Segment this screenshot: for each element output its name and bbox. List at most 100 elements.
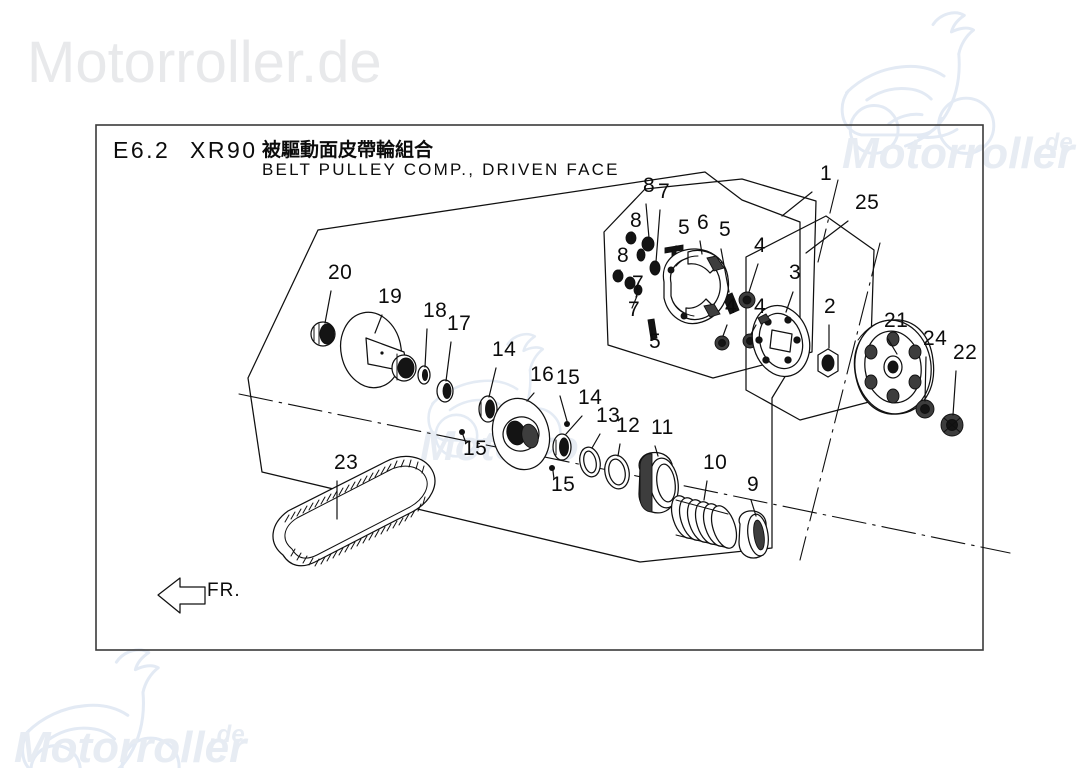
- callout-8a: 8: [643, 174, 655, 197]
- section-dash-line-1: [238, 393, 1011, 554]
- callout-2: 2: [824, 295, 836, 318]
- callout-10: 10: [703, 451, 727, 474]
- callout-numbers: 1 2 3 4 4 4 5 5 5 6 7 7 7 8 8 8 9 10 11 …: [328, 162, 977, 496]
- leader-24: [924, 356, 927, 402]
- leader-7c: [631, 295, 638, 309]
- callout-11: 11: [651, 416, 674, 439]
- leader-11: [654, 445, 659, 457]
- leader-15a: [462, 434, 467, 444]
- group-boundary-driven-face: [247, 171, 801, 563]
- callout-8b: 8: [630, 209, 642, 232]
- part-18-circlip: [417, 365, 431, 385]
- leader-15b: [552, 470, 555, 480]
- callout-5c: 5: [649, 330, 661, 353]
- callout-3: 3: [789, 261, 801, 284]
- part-15-needle-bearing-b: [549, 465, 555, 471]
- leader-14b: [565, 415, 583, 435]
- callout-14b: 14: [578, 386, 602, 409]
- leader-13: [591, 433, 601, 449]
- leader-15c: [559, 395, 568, 422]
- watermark-top-right: Motorroller: [842, 129, 1077, 178]
- leader-lines: [324, 191, 957, 520]
- watermark-bottom-left-suffix: .de: [210, 721, 245, 748]
- watermark-top-left: Motorroller.de: [27, 30, 382, 95]
- leader-8a: [645, 203, 650, 239]
- callout-15c: 15: [556, 366, 580, 389]
- fr-label: FR.: [207, 580, 241, 601]
- leader-3: [785, 291, 794, 313]
- callout-8c: 8: [617, 244, 629, 267]
- part-8-washers: [612, 231, 655, 290]
- title-name-en: BELT PULLEY COMP., DRIVEN FACE: [262, 160, 620, 179]
- part-20-bush: [310, 321, 336, 347]
- leader-14a: [488, 367, 497, 398]
- watermark-bottom-left: Motorroller: [14, 723, 249, 768]
- part-14-oil-seal-left: [478, 395, 498, 423]
- callout-6: 6: [697, 211, 709, 234]
- callout-5a: 5: [678, 216, 690, 239]
- part-21-clutch-outer-housing: [853, 319, 935, 415]
- part-15-needle-bearing-c: [564, 421, 570, 427]
- leader-10: [703, 480, 708, 501]
- part-23-drive-belt: [272, 455, 436, 567]
- leader-5a: [675, 245, 681, 248]
- part-6-clutch-shoe-set: [662, 248, 730, 325]
- left-arrow-icon: [157, 577, 206, 614]
- watermark-top-right-suffix: .de: [1038, 129, 1073, 156]
- callout-7c: 7: [628, 298, 640, 321]
- leader-4c: [750, 324, 757, 335]
- callout-13: 13: [596, 404, 620, 427]
- leader-21: [887, 338, 898, 355]
- callout-4c: 4: [754, 295, 766, 318]
- leader-7a: [655, 209, 661, 263]
- callout-4b: 4: [725, 295, 737, 318]
- callout-5b: 5: [719, 218, 731, 241]
- direction-marker: FR.: [157, 577, 241, 614]
- leader-4b: [722, 324, 728, 337]
- leader-16: [526, 392, 535, 402]
- leader-9: [750, 499, 757, 517]
- part-19-driven-pulley-boss: [339, 311, 417, 389]
- callout-21: 21: [884, 309, 908, 332]
- part-16-driven-face-fixed: [491, 397, 551, 471]
- leader-5b: [720, 248, 730, 293]
- callout-23: 23: [334, 451, 358, 474]
- part-14-oil-seal-right: [552, 433, 572, 461]
- callout-18: 18: [423, 299, 447, 322]
- section-dash-line-2: [817, 179, 839, 263]
- leader-18: [424, 328, 428, 368]
- leader-22: [952, 370, 957, 416]
- diagram-frame: [95, 124, 984, 651]
- callout-25: 25: [855, 191, 879, 214]
- callout-24: 24: [923, 327, 947, 350]
- part-24-washer-nut: [915, 399, 935, 419]
- callout-15a: 15: [463, 437, 487, 460]
- leader-7b: [635, 285, 641, 298]
- title-name-cjk: 被驅動面皮帶輪組合: [262, 138, 434, 161]
- callout-14a: 14: [492, 338, 516, 361]
- part-10-torque-spring: [670, 495, 738, 549]
- part-17-bearing-small: [436, 379, 454, 403]
- leader-6: [699, 240, 703, 255]
- callout-7b: 7: [632, 272, 644, 295]
- part-2-lock-nut: [817, 348, 839, 378]
- callout-16: 16: [530, 363, 554, 386]
- section-dash-line-3: [799, 242, 881, 561]
- part-22-hex-nut: [940, 413, 964, 437]
- title-code: E6.2: [113, 137, 170, 163]
- leader-12: [617, 443, 621, 457]
- leader-25: [805, 220, 849, 254]
- part-15-needle-bearing-a: [459, 429, 465, 435]
- part-3-clutch-drive-plate: [751, 304, 811, 378]
- callout-7a: 7: [658, 180, 670, 203]
- callout-1: 1: [820, 162, 832, 185]
- leader-19: [374, 314, 383, 334]
- callout-4a: 4: [754, 234, 766, 257]
- callout-20: 20: [328, 261, 352, 284]
- callout-22: 22: [953, 341, 977, 364]
- leader-4a: [748, 263, 759, 293]
- part-12-o-ring-large: [604, 454, 630, 490]
- callout-12: 12: [616, 414, 640, 437]
